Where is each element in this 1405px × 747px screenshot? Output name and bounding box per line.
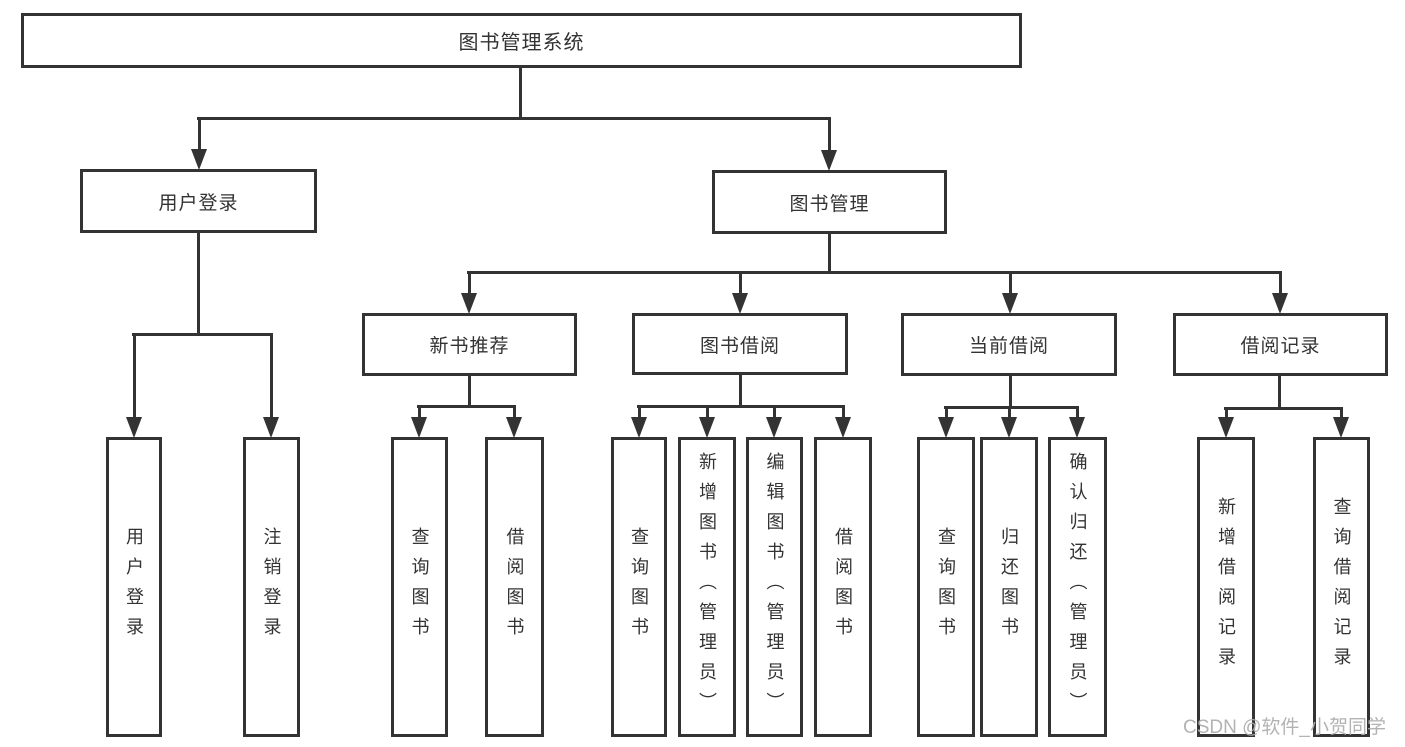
arrowhead-down-icon: [1002, 293, 1018, 314]
leaf-borrow-books-recommend: 借阅图书: [485, 437, 544, 737]
connector-vline: [468, 272, 471, 296]
connector-vline: [945, 407, 948, 420]
leaf-confirm-return-admin: 确认归还（管理员）: [1048, 437, 1107, 737]
connector-vline: [1076, 407, 1079, 420]
connector-vline: [773, 406, 776, 420]
connector-vline: [638, 406, 641, 420]
node-book-borrow: 图书借阅: [632, 313, 848, 375]
connector-vline: [1225, 408, 1228, 420]
leaf-query-borrow-record: 查询借阅记录: [1313, 437, 1370, 737]
connector-hline: [417, 405, 516, 408]
node-book-management: 图书管理: [712, 170, 947, 234]
leaf-query-books-borrow: 查询图书: [611, 437, 667, 737]
leaf-query-books-current: 查询图书: [917, 437, 975, 737]
arrowhead-down-icon: [506, 417, 522, 438]
leaf-edit-book-admin: 编辑图书（管理员）: [746, 437, 803, 737]
connector-vline: [1278, 376, 1281, 409]
arrowhead-down-icon: [766, 417, 782, 438]
arrowhead-down-icon: [938, 417, 954, 438]
node-current-borrow: 当前借阅: [901, 313, 1117, 376]
connector-vline: [1279, 272, 1282, 296]
connector-vline: [198, 118, 201, 152]
connector-hline: [1224, 407, 1343, 410]
connector-hline: [467, 271, 1282, 274]
leaf-query-books-recommend: 查询图书: [391, 437, 448, 737]
connector-vline: [842, 406, 845, 420]
connector-vline: [739, 375, 742, 407]
connector-vline: [197, 233, 200, 335]
node-user-login: 用户登录: [80, 169, 317, 233]
connector-vline: [1009, 272, 1012, 296]
arrowhead-down-icon: [411, 417, 427, 438]
arrowhead-down-icon: [1333, 417, 1349, 438]
connector-vline: [828, 118, 831, 153]
arrowhead-down-icon: [732, 293, 748, 314]
leaf-add-book-admin: 新增图书（管理员）: [678, 437, 736, 737]
connector-vline: [418, 406, 421, 420]
leaf-return-books: 归还图书: [980, 437, 1038, 737]
node-borrow-records: 借阅记录: [1173, 313, 1388, 376]
connector-vline: [468, 376, 471, 407]
connector-vline: [739, 272, 742, 296]
leaf-user-login: 用户登录: [106, 437, 162, 737]
arrowhead-down-icon: [263, 417, 279, 438]
connector-hline: [637, 405, 845, 408]
connector-hline: [944, 406, 1079, 409]
connector-vline: [133, 334, 136, 420]
leaf-logout: 注销登录: [243, 437, 300, 737]
connector-vline: [519, 68, 522, 118]
connector-vline: [1009, 376, 1012, 408]
leaf-add-borrow-record: 新增借阅记录: [1197, 437, 1255, 737]
connector-vline: [1008, 407, 1011, 420]
connector-hline: [197, 117, 831, 120]
arrowhead-down-icon: [1069, 417, 1085, 438]
arrowhead-down-icon: [1001, 417, 1017, 438]
node-root: 图书管理系统: [21, 13, 1022, 68]
connector-vline: [1340, 408, 1343, 420]
node-new-book-recommend: 新书推荐: [362, 313, 577, 376]
connector-hline: [132, 333, 273, 336]
arrowhead-down-icon: [1218, 417, 1234, 438]
arrowhead-down-icon: [126, 417, 142, 438]
connector-vline: [513, 406, 516, 420]
csdn-watermark: CSDN @软件_小贺同学: [1183, 717, 1386, 738]
leaf-borrow-books: 借阅图书: [814, 437, 872, 737]
connector-vline: [270, 334, 273, 420]
arrowhead-down-icon: [1272, 293, 1288, 314]
connector-vline: [706, 406, 709, 420]
arrowhead-down-icon: [821, 150, 837, 171]
arrowhead-down-icon: [461, 293, 477, 314]
arrowhead-down-icon: [699, 417, 715, 438]
arrowhead-down-icon: [835, 417, 851, 438]
connector-vline: [828, 234, 831, 273]
arrowhead-down-icon: [631, 417, 647, 438]
arrowhead-down-icon: [191, 149, 207, 170]
